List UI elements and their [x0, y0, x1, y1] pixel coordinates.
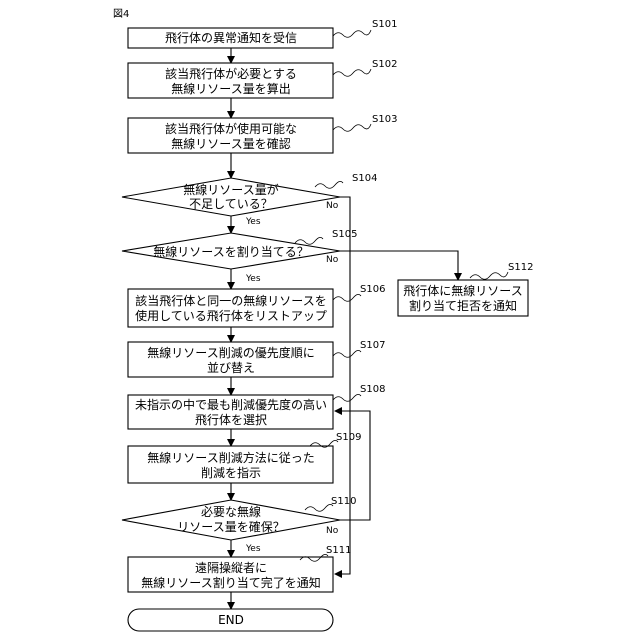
leader-s105 — [295, 237, 323, 244]
leader-s102 — [333, 69, 371, 76]
s108-text-line1: 未指示の中で最も削減優先度の高い — [135, 397, 327, 412]
step-label-s110: S110 — [331, 496, 356, 507]
s104-text-line2: 不足している？ — [189, 197, 273, 211]
s109-text-line2: 削減を指示 — [201, 465, 261, 480]
step-label-s109: S109 — [336, 432, 361, 443]
branch-s104-yes: Yes — [245, 217, 261, 227]
s107-text-line2: 並び替え — [207, 361, 255, 375]
leader-s110 — [305, 504, 333, 511]
step-label-s107: S107 — [360, 340, 385, 351]
s102-text-line1: 該当飛行体が必要とする — [165, 66, 297, 81]
leader-s103 — [333, 124, 371, 131]
step-label-s106: S106 — [360, 284, 385, 295]
s108-text-line2: 飛行体を選択 — [195, 413, 267, 427]
leader-s101 — [333, 30, 371, 37]
nodes — [122, 28, 528, 631]
s103-text-line1: 該当飛行体が使用可能な — [165, 121, 297, 136]
s104-text-line1: 無線リソース量が — [183, 182, 278, 197]
s109-text-line1: 無線リソース削減方法に従った — [147, 450, 314, 465]
s111-text-line1: 遠隔操縦者に — [195, 560, 267, 575]
step-label-s111: S111 — [326, 545, 351, 556]
branch-s105-no: No — [326, 255, 339, 265]
leader-s104 — [315, 181, 343, 188]
s106-text-line2: 使用している飛行体をリストアップ — [135, 308, 327, 323]
leader-s112 — [470, 272, 508, 279]
leader-s108 — [333, 394, 361, 401]
branch-s110-yes: Yes — [245, 544, 261, 554]
s110-text-line2: リソース量を確保？ — [177, 519, 284, 534]
step-label-s103: S103 — [372, 114, 397, 125]
branch-s105-yes: Yes — [245, 274, 261, 284]
branch-s104-no: No — [326, 201, 339, 211]
s112-text-line1: 飛行体に無線リソース — [403, 283, 522, 298]
s110-text-line1: 必要な無線 — [201, 504, 261, 519]
figure-label: 図4 — [113, 8, 129, 20]
arrow-s105-no — [340, 251, 458, 280]
s107-text-line1: 無線リソース削減の優先度順に — [147, 345, 314, 360]
step-label-s102: S102 — [372, 59, 397, 70]
end-text: END — [218, 613, 244, 627]
leader-s107 — [333, 350, 361, 357]
s102-text-line2: 無線リソース量を算出 — [171, 81, 290, 96]
step-label-s104: S104 — [352, 173, 377, 184]
step-label-s112: S112 — [508, 262, 533, 273]
branch-s110-no: No — [326, 526, 339, 536]
step-label-s101: S101 — [372, 19, 397, 30]
arrow-s104-no — [335, 197, 350, 574]
step-label-s108: S108 — [360, 384, 385, 395]
s105-text: 無線リソースを割り当てる？ — [153, 244, 308, 259]
s101-text: 飛行体の異常通知を受信 — [165, 31, 297, 45]
leader-s106 — [333, 294, 361, 301]
s106-text-line1: 該当飛行体と同一の無線リソースを — [135, 293, 326, 308]
step-label-s105: S105 — [332, 229, 357, 240]
s112-text-line2: 割り当て拒否を通知 — [409, 298, 517, 313]
s111-text-line2: 無線リソース割り当て完了を通知 — [141, 575, 320, 590]
s103-text-line2: 無線リソース量を確認 — [171, 136, 290, 151]
